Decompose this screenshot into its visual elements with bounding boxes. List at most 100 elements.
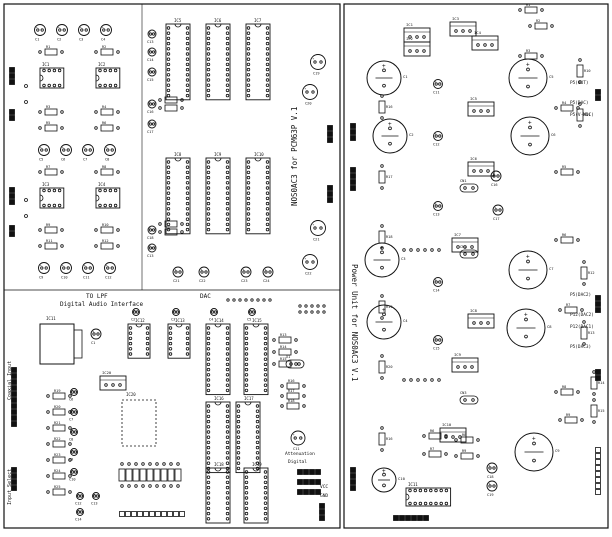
header-pin xyxy=(131,511,137,517)
header-pin xyxy=(327,191,333,197)
ref-designator: R20 xyxy=(386,365,393,369)
pad xyxy=(185,47,190,51)
pad xyxy=(46,426,50,430)
pad xyxy=(225,78,230,82)
capacitor: +C18 xyxy=(147,225,157,240)
header-pin xyxy=(309,489,315,495)
pad xyxy=(225,326,230,330)
pad xyxy=(185,201,190,206)
ref-designator: IC17 xyxy=(244,396,254,401)
pad xyxy=(180,230,184,234)
pad xyxy=(246,160,251,164)
capacitor-body xyxy=(486,462,498,474)
polarity-mark: + xyxy=(133,308,135,312)
pad xyxy=(166,207,171,211)
ref-designator: C24 xyxy=(263,279,270,283)
ic-body xyxy=(127,323,151,359)
capacitor: +C21 xyxy=(310,220,326,242)
pad xyxy=(166,93,171,98)
ic-notch xyxy=(175,323,183,328)
pad xyxy=(225,451,230,455)
pad xyxy=(73,450,78,454)
pad xyxy=(244,378,249,382)
pad xyxy=(293,436,297,440)
left-board-outline xyxy=(3,3,341,529)
header-pin xyxy=(350,179,356,185)
ref-designator: C1 xyxy=(403,74,408,79)
capacitor-body xyxy=(60,262,72,274)
polarity-mark: + xyxy=(149,68,151,72)
dip-ic: IC16 xyxy=(205,396,231,474)
pad xyxy=(490,43,494,47)
pad xyxy=(319,60,323,64)
pad xyxy=(236,435,241,439)
dip-ic: IC3 xyxy=(39,182,65,209)
capacitor-body xyxy=(198,266,210,278)
header-pin xyxy=(9,187,15,193)
pad xyxy=(225,93,230,98)
pin-header xyxy=(595,295,601,313)
pad xyxy=(265,196,270,201)
pad xyxy=(225,26,230,30)
pad xyxy=(225,456,230,460)
pad xyxy=(415,35,419,39)
pad xyxy=(526,259,530,264)
pad xyxy=(128,347,133,351)
pad xyxy=(265,52,270,56)
resistor: R3 xyxy=(38,105,64,116)
pad xyxy=(468,29,472,33)
capacitor: +C13 xyxy=(147,29,157,44)
pad xyxy=(225,496,230,500)
ref-designator: C4 xyxy=(403,318,408,323)
pad xyxy=(73,430,78,434)
pad xyxy=(185,181,190,185)
pad xyxy=(145,352,150,356)
resistor: R19 xyxy=(46,389,72,400)
resistor-body xyxy=(286,392,300,400)
pad xyxy=(236,419,241,424)
electrolytic-capacitor: +C8 xyxy=(506,308,552,348)
resistor: R8 xyxy=(454,433,480,444)
pad xyxy=(206,470,211,474)
pad xyxy=(225,461,230,465)
pad xyxy=(246,201,251,206)
pad xyxy=(24,198,28,202)
resistor-body xyxy=(100,48,114,56)
pad xyxy=(255,414,260,419)
pad xyxy=(382,83,386,88)
ref-designator: C10 xyxy=(69,478,76,482)
pad xyxy=(206,347,211,351)
pad xyxy=(225,378,230,382)
pad xyxy=(185,341,190,346)
pad xyxy=(185,67,190,72)
pad xyxy=(554,390,558,394)
capacitor: + C1 xyxy=(90,328,102,345)
capacitor-body xyxy=(70,428,78,436)
ref-designator: C1 xyxy=(91,341,95,345)
pad xyxy=(206,73,211,77)
resistor xyxy=(174,462,182,488)
pad xyxy=(576,170,580,174)
ic-body xyxy=(245,157,271,235)
pad xyxy=(463,252,467,256)
header-pin xyxy=(350,135,356,141)
polarity-mark: + xyxy=(92,329,94,333)
pin-header xyxy=(9,187,15,205)
pad xyxy=(255,440,260,445)
ref-designator: R5 xyxy=(46,121,50,125)
pin-header xyxy=(327,125,333,143)
pad xyxy=(225,212,230,216)
ref-designator: C17 xyxy=(147,130,154,134)
pad xyxy=(454,454,458,458)
capacitor: +C24 xyxy=(262,266,274,283)
capacitor-body xyxy=(38,144,50,156)
pad xyxy=(263,362,268,367)
resistor-body xyxy=(460,452,474,460)
pad xyxy=(185,331,190,335)
pad xyxy=(582,282,586,286)
capacitor-body xyxy=(147,243,157,253)
resistor: R7 xyxy=(558,303,584,314)
header-pin xyxy=(11,385,17,391)
pad xyxy=(155,462,159,466)
pad xyxy=(52,83,57,88)
